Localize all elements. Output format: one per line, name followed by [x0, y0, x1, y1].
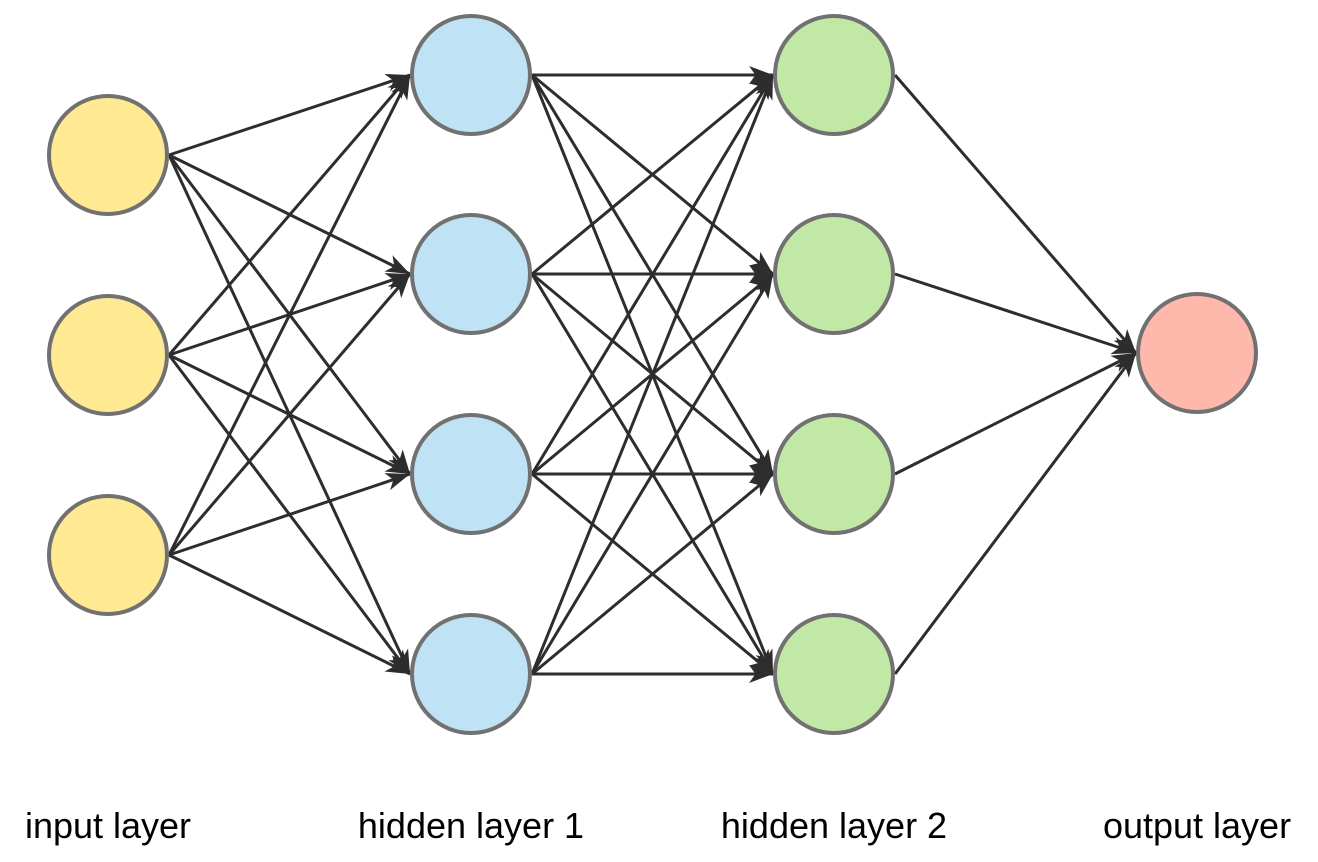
- edge-hidden2-3-to-output-1: [894, 351, 1137, 476]
- edge-hidden1-4-to-hidden2-3: [531, 472, 774, 676]
- edge-input-1-to-hidden1-1: [168, 73, 411, 157]
- label-output-layer: output layer: [1102, 805, 1292, 846]
- edge-hidden2-2-to-output-1: [894, 272, 1137, 355]
- node-hidden2-1: [773, 14, 895, 136]
- label-hidden-layer-2: hidden layer 2: [720, 805, 948, 846]
- node-hidden1-1: [410, 14, 532, 136]
- nodes-group: [47, 14, 1258, 735]
- node-output-1: [1136, 292, 1258, 414]
- edge-input-3-to-hidden1-1: [167, 74, 412, 556]
- node-input-2: [47, 294, 169, 416]
- node-input-3: [47, 494, 169, 616]
- edge-hidden1-2-to-hidden2-1: [531, 73, 774, 276]
- edge-hidden1-4-to-hidden2-2: [530, 273, 775, 675]
- edge-input-3-to-hidden1-4: [168, 553, 411, 676]
- edge-input-3-to-hidden1-2: [167, 273, 412, 556]
- edge-input-2-to-hidden1-1: [167, 74, 412, 356]
- edge-hidden1-3-to-hidden2-1: [530, 74, 775, 475]
- node-hidden1-3: [410, 413, 532, 535]
- node-hidden1-4: [410, 613, 532, 735]
- edge-hidden2-1-to-output-1: [893, 74, 1138, 354]
- label-hidden-layer-1: hidden layer 1: [357, 805, 585, 846]
- edge-hidden1-4-to-hidden2-1: [530, 74, 775, 675]
- node-hidden2-3: [773, 413, 895, 535]
- node-hidden2-4: [773, 613, 895, 735]
- label-input-layer: input layer: [24, 805, 192, 846]
- node-hidden1-2: [410, 213, 532, 335]
- node-hidden2-2: [773, 213, 895, 335]
- edges-group: [167, 66, 1138, 683]
- node-input-1: [47, 94, 169, 216]
- edge-input-3-to-hidden1-3: [168, 472, 411, 557]
- edge-hidden2-4-to-output-1: [893, 352, 1138, 675]
